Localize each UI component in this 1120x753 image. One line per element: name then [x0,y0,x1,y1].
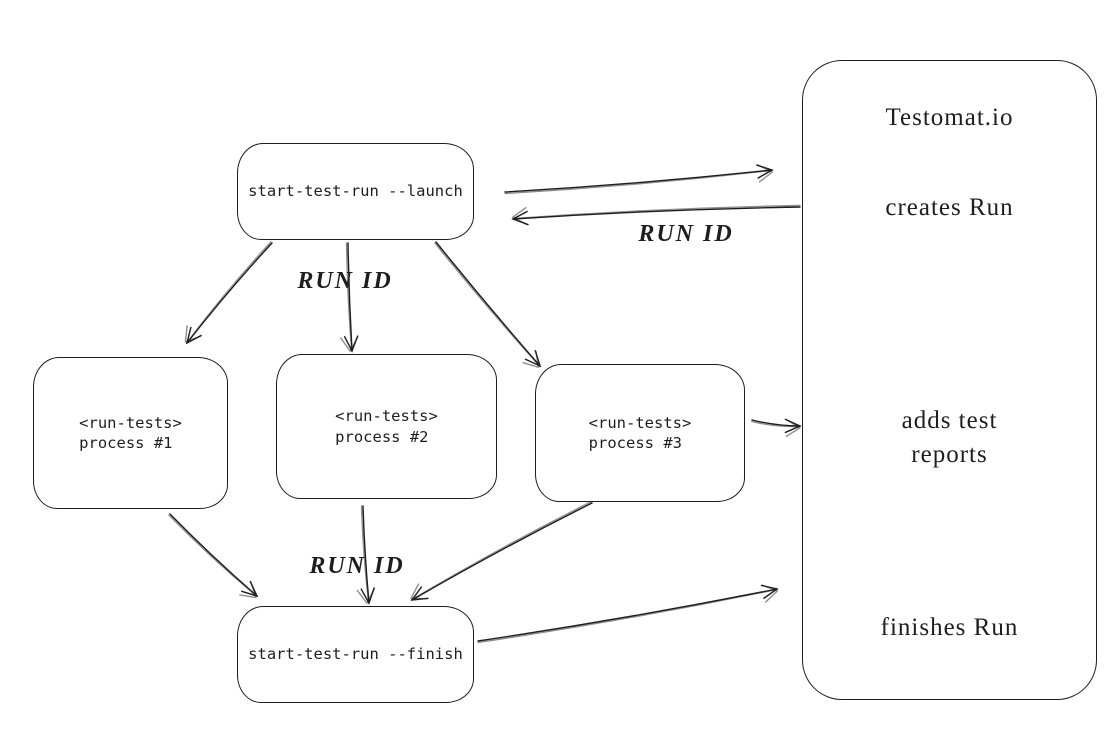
node-run-tests-process-1-label: <run-tests> process #1 [79,413,182,452]
arrow-launch-to-process2 [340,242,359,353]
arrow-process1-to-finish [168,513,259,599]
arrow-launch-to-process3 [434,241,542,369]
node-run-tests-process-2-label: <run-tests> process #2 [335,407,438,446]
edge-label-run-id-return: RUN ID [638,221,734,247]
panel-step-finishes-run: finishes Run [880,614,1019,641]
node-run-tests-process-3[interactable]: <run-tests> process #3 [535,364,745,502]
arrow-process3-to-testomat [751,418,802,438]
panel-step-adds-test-reports: adds test reports [901,407,998,468]
node-run-tests-process-3-label: <run-tests> process #3 [588,413,692,452]
node-start-test-run-finish[interactable]: start-test-run --finish [237,606,474,703]
arrow-testomat-to-launch-run-id [511,204,801,226]
arrow-process3-to-finish [409,500,593,601]
node-start-test-run-finish-label: start-test-run --finish [248,645,463,664]
arrow-launch-to-process1 [184,241,273,345]
edge-label-run-id-collect: RUN ID [309,553,405,579]
arrow-finish-to-testomat [477,584,779,644]
node-run-tests-process-1[interactable]: <run-tests> process #1 [33,357,228,509]
edge-label-run-id-fanout: RUN ID [297,268,393,294]
testomat-panel[interactable]: Testomat.io creates Run adds test report… [802,60,1097,700]
arrow-process2-to-finish [356,505,375,605]
node-run-tests-process-2[interactable]: <run-tests> process #2 [276,354,497,499]
arrow-launch-to-testomat [504,164,774,195]
testomat-panel-title: Testomat.io [885,104,1014,131]
node-start-test-run-launch-label: start-test-run --launch [248,182,463,201]
panel-step-creates-run: creates Run [885,194,1014,221]
node-start-test-run-launch[interactable]: start-test-run --launch [237,143,474,240]
